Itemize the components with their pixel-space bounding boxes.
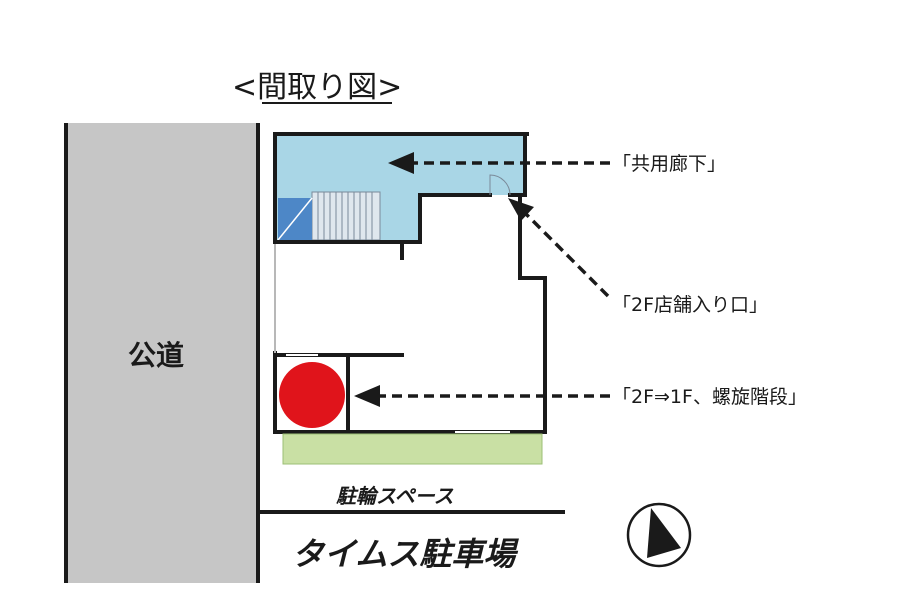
spiral-stairs xyxy=(279,362,345,428)
stairs-arrow xyxy=(354,385,610,407)
parking-label: タイムス駐車場 xyxy=(292,535,519,573)
building-walls xyxy=(273,132,547,434)
road-label: 公道 xyxy=(128,339,184,372)
public-road xyxy=(66,123,258,583)
bicycle-space-label: 駐輪スペース xyxy=(336,484,454,508)
straight-stairs xyxy=(277,191,381,241)
stairs-label: 「2F⇒1F、螺旋階段」 xyxy=(612,386,807,408)
corridor-label: 「共用廊下」 xyxy=(612,153,726,175)
bicycle-strip xyxy=(282,433,543,465)
entrance-door-swing xyxy=(489,174,511,196)
entrance-arrow xyxy=(508,198,610,298)
north-arrow-icon xyxy=(626,502,692,568)
page-title: <間取り図> xyxy=(232,70,402,105)
corridor-arrow xyxy=(388,152,610,174)
entrance-label: 「2F店舗入り口」 xyxy=(612,294,768,316)
